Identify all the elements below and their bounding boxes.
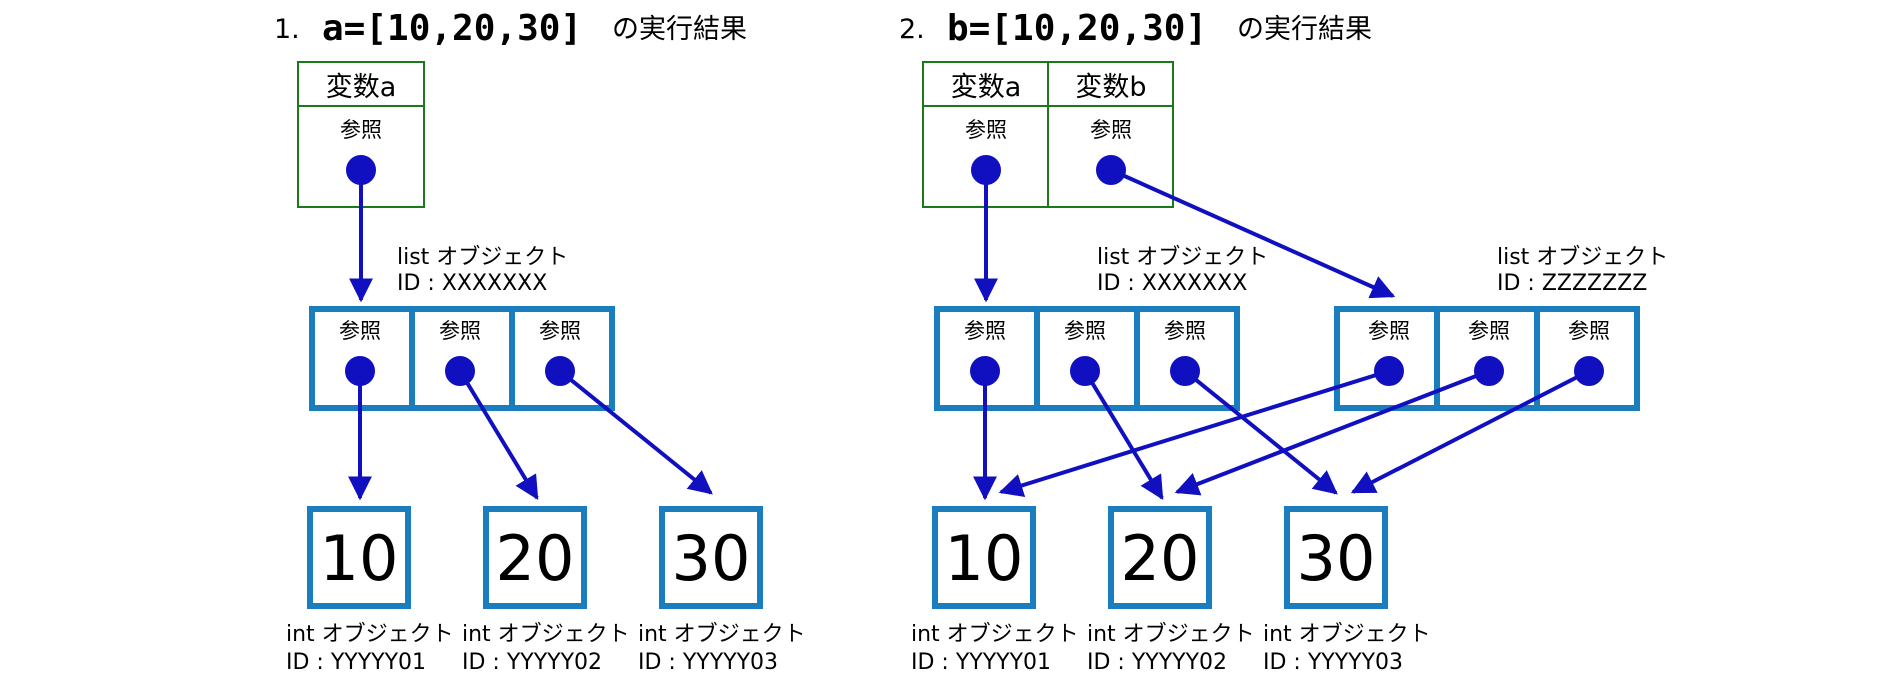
panel1-int-id-20: ID : YYYYY02	[462, 650, 602, 675]
panel1-list-label: list オブジェクト	[397, 245, 568, 270]
panel2-title-code: b=[10,20,30]	[947, 8, 1207, 49]
panel1-int-value-20: 20	[496, 522, 575, 595]
panel2-int-id-10: ID : YYYYY01	[911, 650, 1051, 675]
panel1-title-suffix: の実行結果	[612, 14, 747, 45]
panel-2: 2. b=[10,20,30] の実行結果 変数a 変数b 参照 参照 list…	[899, 8, 1668, 675]
panel2-arrow-list1-3-to-30	[1183, 369, 1338, 495]
panel1-int-label-10: int オブジェクト	[286, 622, 454, 647]
panel1-arrow-list-3-to-30	[558, 369, 713, 495]
panel2-variable-b-ref: 参照	[1090, 118, 1132, 142]
panel2-list1-object: 参照 参照 参照	[934, 306, 1240, 411]
panel1-list-ref-2: 参照	[439, 319, 481, 343]
panel1-int-object-30: 30 int オブジェクト ID : YYYYY03	[638, 506, 806, 675]
panel1-list-ref-1: 参照	[339, 319, 381, 343]
panel2-int-value-30: 30	[1297, 522, 1376, 595]
panel2-list1-ref-2: 参照	[1064, 319, 1106, 343]
panel1-arrow-list-2-to-20	[458, 369, 539, 501]
panel2-int-value-10: 10	[945, 522, 1024, 595]
panel2-list2-ref-1: 参照	[1368, 319, 1410, 343]
panel2-arrow-list1-2-to-20	[1083, 369, 1164, 501]
panel1-variable-a-ref: 参照	[340, 118, 382, 142]
panel2-arrow-var-b-to-list2	[1110, 168, 1396, 299]
panel2-variables-box: 変数a 変数b 参照 参照	[922, 61, 1174, 208]
panel1-int-label-20: int オブジェクト	[462, 622, 630, 647]
panel1-int-object-10: 10 int オブジェクト ID : YYYYY01	[286, 506, 454, 675]
panel1-list-ref-3: 参照	[539, 319, 581, 343]
panel-1: 1. a=[10,20,30] の実行結果 変数a 参照 list オブジェクト…	[274, 8, 806, 675]
panel2-list1-ref-3: 参照	[1164, 319, 1206, 343]
panel2-int-object-20: 20 int オブジェクト ID : YYYYY02	[1087, 506, 1255, 675]
panel2-int-object-10: 10 int オブジェクト ID : YYYYY01	[911, 506, 1079, 675]
panel2-int-value-20: 20	[1121, 522, 1200, 595]
panel2-list1-ref-1: 参照	[964, 319, 1006, 343]
panel1-int-object-20: 20 int オブジェクト ID : YYYYY02	[462, 506, 630, 675]
panel2-int-id-30: ID : YYYYY03	[1263, 650, 1403, 675]
panel2-pointers	[970, 155, 1604, 501]
panel1-int-id-10: ID : YYYYY01	[286, 650, 426, 675]
panel2-arrow-list2-3-to-30	[1350, 369, 1590, 494]
panel2-int-label-20: int オブジェクト	[1087, 622, 1255, 647]
panel1-int-id-30: ID : YYYYY03	[638, 650, 778, 675]
panel2-list2-label: list オブジェクト	[1497, 245, 1668, 270]
panel1-variable-a-header: 変数a	[326, 72, 397, 103]
panel1-int-label-30: int オブジェクト	[638, 622, 806, 647]
panel2-list2-id: ID : ZZZZZZZ	[1497, 271, 1647, 296]
panel2-title-number: 2.	[899, 14, 925, 45]
panel1-list-object: 参照 参照 参照	[309, 306, 615, 411]
panel1-int-value-30: 30	[672, 522, 751, 595]
panel2-arrow-list2-2-to-20	[1174, 369, 1490, 496]
panel2-variable-a-header: 変数a	[951, 72, 1022, 103]
panel2-list1-id: ID : XXXXXXX	[1097, 271, 1247, 296]
panel2-list2-ref-3: 参照	[1568, 319, 1610, 343]
panel1-int-value-10: 10	[320, 522, 399, 595]
panel1-list-id: ID : XXXXXXX	[397, 271, 547, 296]
panel1-title-number: 1.	[274, 14, 300, 45]
panel2-list2-object: 参照 参照 参照	[1334, 306, 1640, 411]
panel2-arrow-list2-1-to-10	[998, 369, 1390, 498]
panel2-list2-ref-2: 参照	[1468, 319, 1510, 343]
panel2-variable-a-ref: 参照	[965, 118, 1007, 142]
panel2-int-label-10: int オブジェクト	[911, 622, 1079, 647]
panel2-int-label-30: int オブジェクト	[1263, 622, 1431, 647]
panel2-title-suffix: の実行結果	[1237, 14, 1372, 45]
panel1-title-code: a=[10,20,30]	[322, 8, 582, 49]
panel2-list1-label: list オブジェクト	[1097, 245, 1268, 270]
panel2-variable-b-header: 変数b	[1075, 72, 1146, 103]
panel2-int-id-20: ID : YYYYY02	[1087, 650, 1227, 675]
panel2-int-object-30: 30 int オブジェクト ID : YYYYY03	[1263, 506, 1431, 675]
panel1-pointers	[345, 155, 713, 501]
